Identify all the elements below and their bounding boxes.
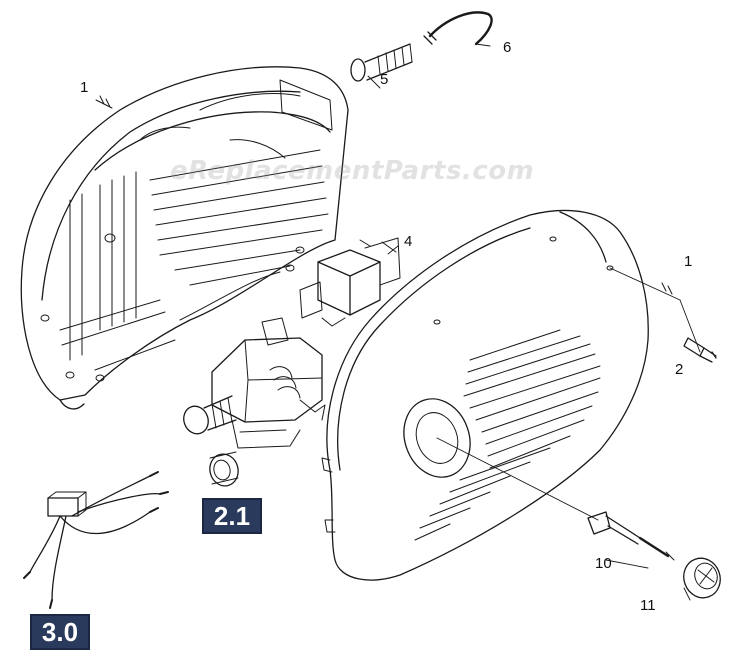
pump-unit xyxy=(183,317,326,487)
callout-part-2: 2 xyxy=(675,361,684,378)
callout-part-4: 4 xyxy=(404,233,413,250)
callout-part-1-right: 1 xyxy=(684,253,693,270)
sensor-probe xyxy=(587,511,675,561)
watermark-text: eReplacementParts.com xyxy=(170,156,535,186)
callout-part-1-left: 1 xyxy=(80,79,89,96)
cable-lead xyxy=(423,11,493,47)
callout-part-6: 6 xyxy=(503,39,512,56)
switch-assembly xyxy=(299,237,401,327)
assembly-badge-2-1[interactable]: 2.1 xyxy=(202,498,262,534)
right-housing-half xyxy=(321,209,681,581)
wire-harness xyxy=(23,471,169,609)
left-housing-half xyxy=(20,66,349,410)
callout-part-10: 10 xyxy=(595,555,612,572)
callout-part-5: 5 xyxy=(380,71,389,88)
cap-knob xyxy=(683,557,721,601)
callout-part-11: 11 xyxy=(640,597,656,614)
inlet-fitting xyxy=(350,43,413,89)
assembly-badge-3-0[interactable]: 3.0 xyxy=(30,614,90,650)
screw-part xyxy=(679,299,717,363)
